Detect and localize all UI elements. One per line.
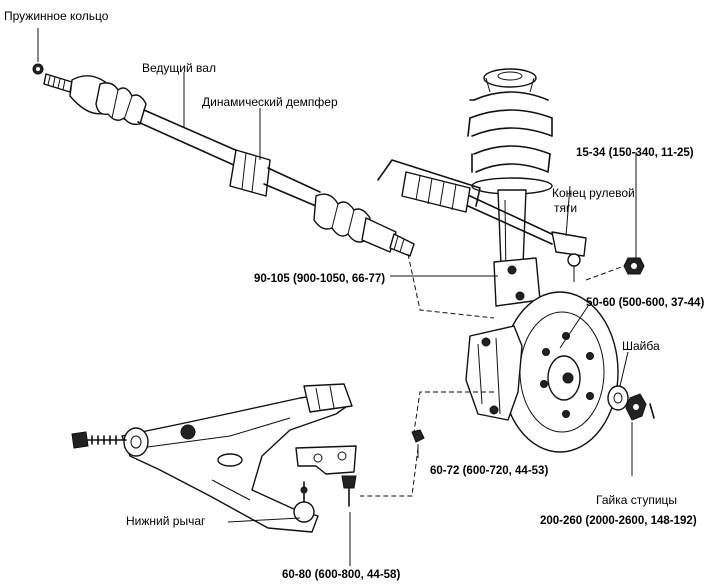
torque-ball-joint-bolts: 60-80 (600-800, 44-58) [282,569,400,581]
torque-hub-nut: 200-260 (2000-2600, 148-192) [540,515,697,527]
torque-wheel-nuts: 50-60 (500-600, 37-44) [586,297,704,309]
drive-shaft-drawing [43,73,415,257]
torque-tie-rod-nut: 15-34 (150-340, 11-25) [576,147,694,159]
torque-caliper-bolts: 60-72 (600-720, 44-53) [430,465,548,477]
brake-disc-hub-drawing [501,291,619,453]
label-tie-rod-end-2: тяги [554,201,577,215]
caliper-bolt-icon [411,429,425,443]
brake-caliper-drawing [465,325,523,421]
hub-nut-icon [625,393,655,421]
snap-ring-icon [32,63,44,75]
lower-arm-bolt-icon [71,431,127,449]
label-lower-arm: Нижний рычаг [126,514,206,528]
label-drive-shaft: Ведущий вал [142,61,216,75]
lower-arm-drawing [121,383,357,533]
label-washer: Шайба [622,339,660,353]
torque-strut-bolts: 90-105 (900-1050, 66-77) [254,273,385,285]
label-hub-nut: Гайка ступицы [596,493,677,507]
tie-rod-nut-icon [623,257,645,275]
washer-icon [607,385,629,411]
ball-joint-bolt-icon [341,475,357,507]
alignment-lines [360,253,625,497]
tie-rod-drawing [377,159,587,282]
label-dynamic-damper: Динамический демпфер [202,95,338,109]
label-snap-ring: Пружинное кольцо [4,9,109,23]
leader-lines [37,28,637,566]
label-tie-rod-end-1: Конец рулевой [552,186,635,200]
strut-spring-drawing [467,68,553,307]
